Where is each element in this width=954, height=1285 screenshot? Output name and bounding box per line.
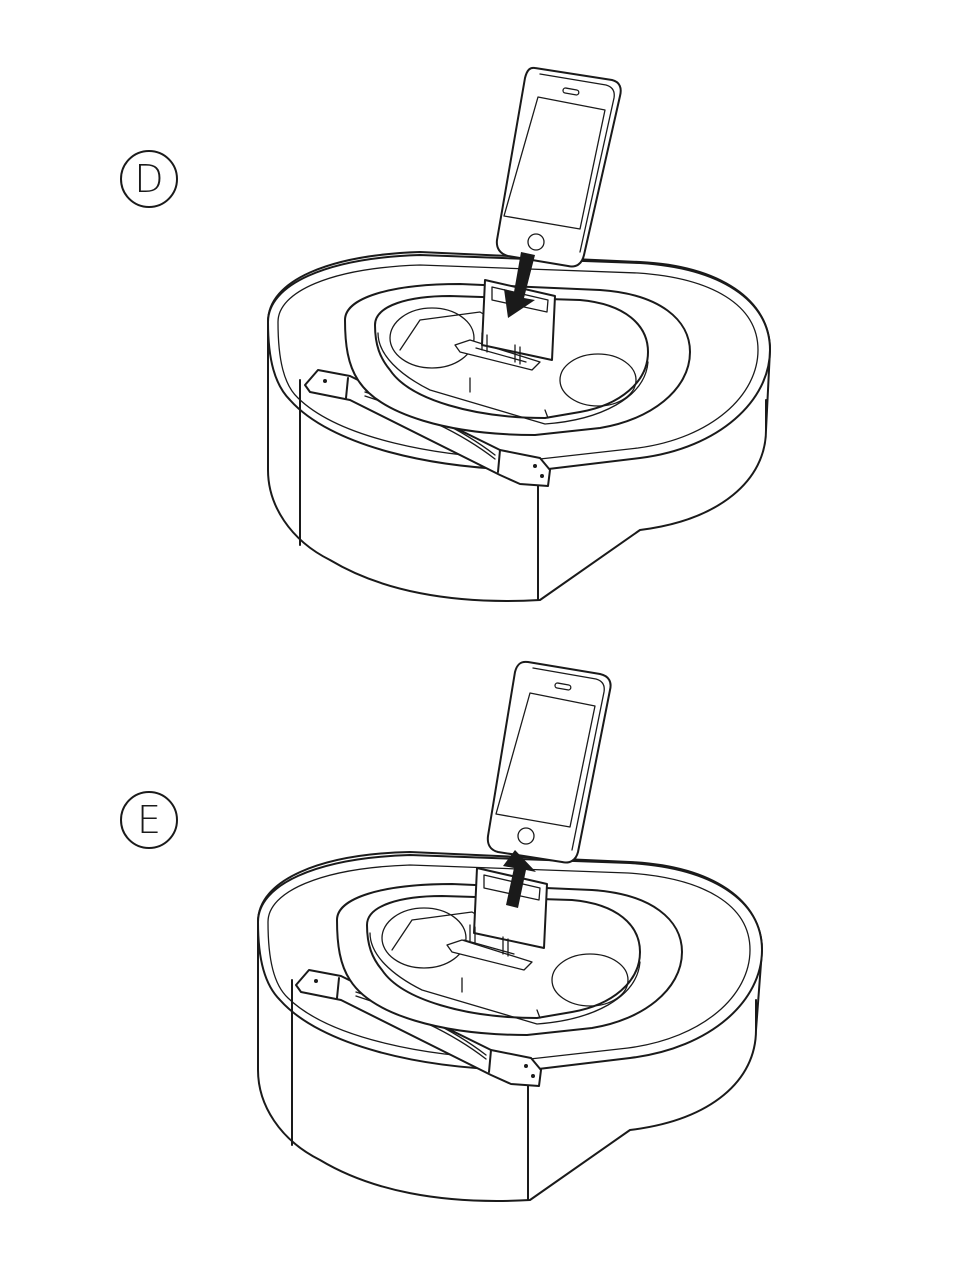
- step-d-illustration: [0, 0, 954, 640]
- phone-icon: [497, 68, 621, 267]
- speaker-dock-insert-drawing: [0, 0, 954, 640]
- step-e-illustration: [0, 640, 954, 1285]
- speaker-dock-remove-drawing: [0, 640, 954, 1285]
- phone-icon: [488, 662, 611, 863]
